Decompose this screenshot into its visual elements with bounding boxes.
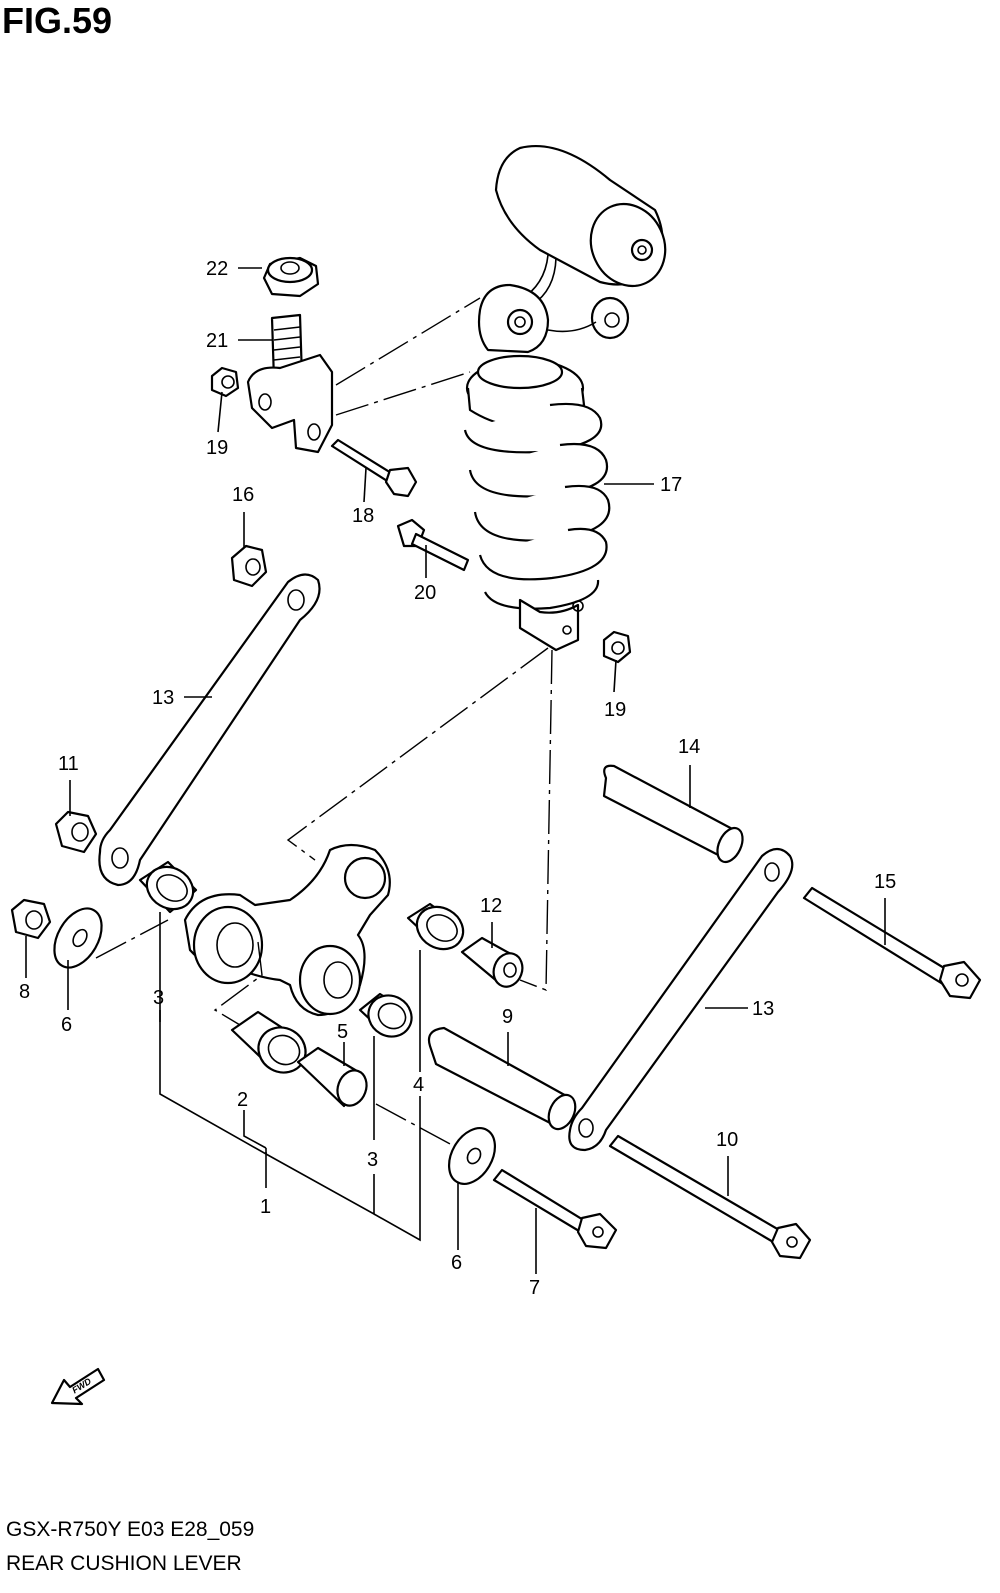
callout-13-right: 13	[752, 998, 774, 1020]
bolt-18	[330, 438, 418, 498]
callout-11: 11	[58, 753, 79, 775]
collar-5	[296, 1046, 368, 1108]
callout-4: 4	[413, 1074, 424, 1096]
nut-8	[10, 898, 52, 940]
spacer-14	[602, 764, 744, 864]
nut-11	[54, 810, 98, 854]
nut-22	[262, 256, 320, 298]
callout-16: 16	[232, 484, 254, 506]
callout-10: 10	[716, 1129, 738, 1151]
bolt-7	[492, 1168, 618, 1250]
callout-5: 5	[337, 1021, 348, 1043]
callout-6-left: 6	[61, 1014, 72, 1036]
tie-rod-13-right	[568, 847, 794, 1152]
figure-title: FIG.59	[2, 0, 113, 41]
callout-21: 21	[206, 330, 228, 352]
spacer-9	[427, 1026, 577, 1131]
callout-19-upper: 19	[206, 437, 228, 459]
bearing-2	[230, 1010, 307, 1074]
callout-15: 15	[874, 871, 896, 893]
callout-12: 12	[480, 895, 502, 917]
callout-8: 8	[19, 981, 30, 1003]
callout-17: 17	[660, 474, 682, 496]
nut-19-lower	[602, 630, 632, 664]
fwd-arrow-icon: FWD	[50, 1367, 106, 1406]
bolt-10	[608, 1134, 812, 1260]
callout-19-lower: 19	[604, 699, 626, 721]
bearing-3-right	[358, 992, 413, 1038]
leader-lines	[25, 267, 886, 1274]
nut-16	[230, 544, 268, 588]
callout-1: 1	[260, 1196, 271, 1218]
callout-3-left: 3	[153, 987, 164, 1009]
callout-9: 9	[502, 1006, 513, 1028]
model-code: GSX-R750Y E03 E28_059	[6, 1518, 255, 1541]
rear-shock-absorber	[463, 144, 667, 652]
alignment-lines	[95, 297, 553, 1146]
collar-12	[460, 936, 524, 988]
bearing-4	[406, 902, 465, 951]
callout-labels: 22 21 19 18 16 20 17 19 13 11 14 15 12 8…	[19, 258, 896, 1299]
callout-2: 2	[237, 1089, 248, 1111]
washer-6-left	[53, 907, 103, 969]
callout-20: 20	[414, 582, 436, 604]
callout-14: 14	[678, 736, 700, 758]
tie-rod-13-left	[98, 573, 321, 887]
callout-6-right: 6	[451, 1252, 462, 1274]
diagram-caption: REAR CUSHION LEVER	[6, 1552, 242, 1575]
nut-19-upper	[210, 366, 240, 398]
callout-22: 22	[206, 258, 228, 280]
bearing-3-left	[138, 860, 198, 914]
washer-6-right	[447, 1127, 497, 1185]
callout-7: 7	[529, 1277, 540, 1299]
upper-bracket-21	[246, 313, 334, 454]
cushion-lever-1	[183, 843, 391, 1017]
callout-18: 18	[352, 505, 374, 527]
bolt-20	[396, 518, 470, 572]
callout-3-right: 3	[367, 1149, 378, 1171]
bolt-15	[802, 886, 982, 1000]
callout-13-left: 13	[152, 687, 174, 709]
